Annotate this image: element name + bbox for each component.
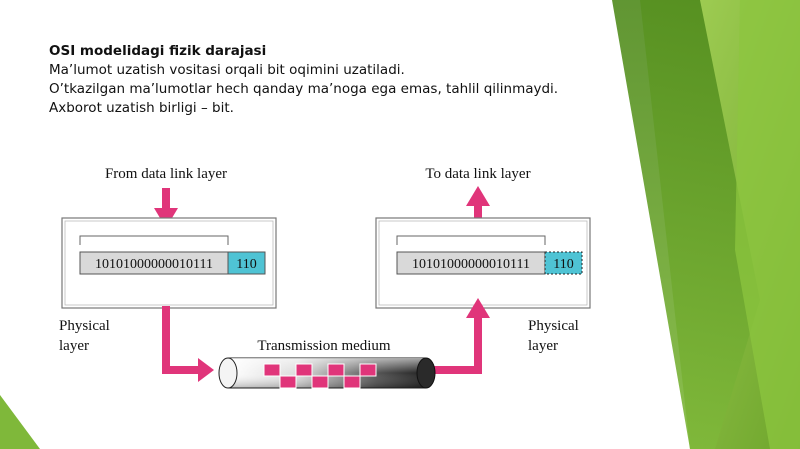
slide-line-2: O’tkazilgan ma’lumotlar hech qanday ma’n… (49, 81, 559, 97)
to-data-link-label: To data link layer (425, 166, 530, 182)
slide-title: OSI modelidagi fizik darajasi (49, 43, 267, 59)
right-layer-label-2: layer (528, 338, 558, 354)
left-layer-label-1: Physical (59, 318, 110, 334)
slide-text: OSI modelidagi fizik darajasi Ma’lumot u… (49, 42, 609, 118)
slide-line-3: Axborot uzatish birligi – bit. (49, 100, 234, 116)
medium-label: Transmission medium (257, 338, 391, 354)
receiver-bits: 10101000000010111 (412, 257, 530, 272)
receiver-header: 110 (553, 257, 573, 272)
sender-bits: 10101000000010111 (95, 257, 213, 272)
sender-to-medium-arrow-icon (162, 306, 214, 382)
transmission-medium-cylinder (218, 357, 436, 389)
right-layer-label-1: Physical (528, 318, 579, 334)
sender-physical-box: 10101000000010111 110 (61, 217, 277, 309)
slide-line-1: Ma’lumot uzatish vositasi orqali bit oqi… (49, 62, 405, 78)
up-arrow-icon (466, 186, 490, 221)
left-layer-label-2: layer (59, 338, 89, 354)
medium-to-receiver-arrow-icon (434, 298, 490, 374)
green-shape-right (735, 0, 800, 449)
green-shape-front (612, 0, 760, 449)
bit-signal-blocks (263, 363, 377, 389)
sender-header: 110 (236, 257, 256, 272)
from-data-link-label: From data link layer (105, 166, 227, 182)
receiver-physical-box: 10101000000010111 110 (375, 217, 591, 309)
green-shape-bottom (0, 395, 40, 449)
